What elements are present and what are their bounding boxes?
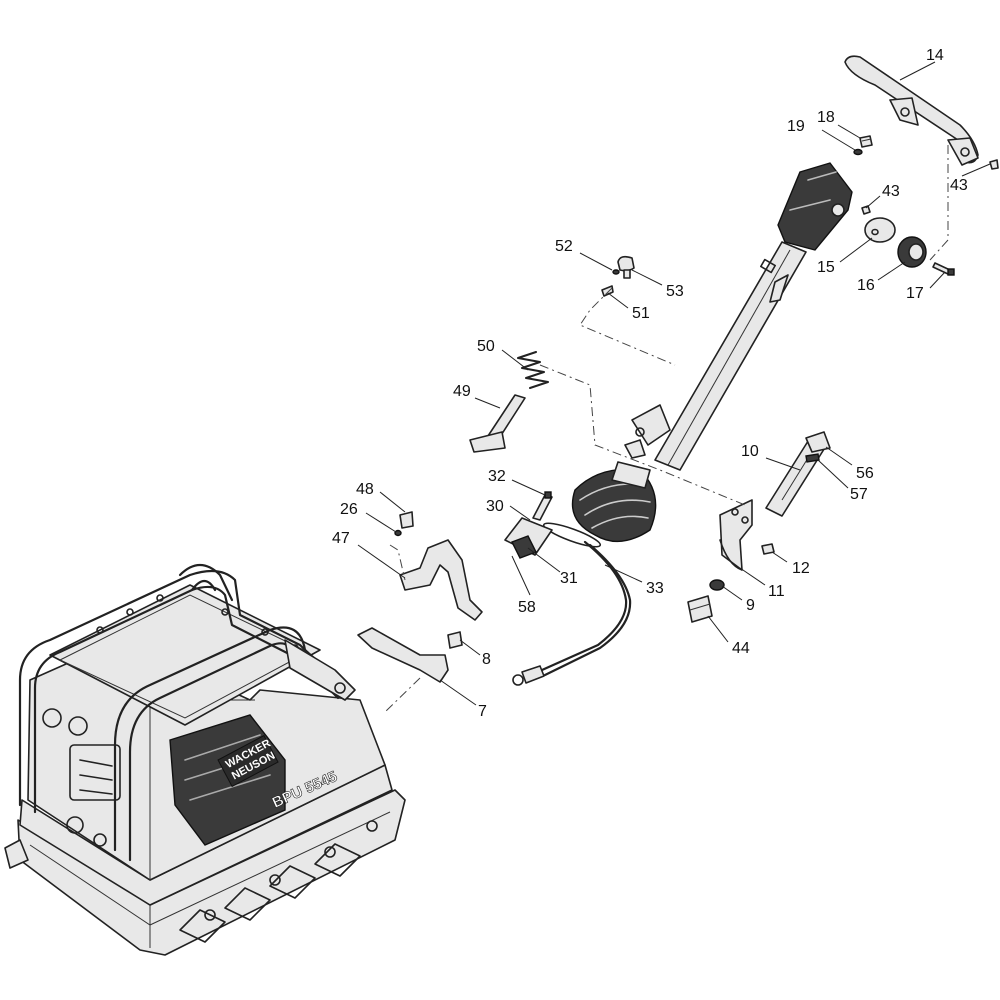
callout-43-right: 43 <box>950 177 968 194</box>
part-53-bolt <box>617 255 635 279</box>
callout-18: 18 <box>817 109 835 126</box>
callout-15: 15 <box>817 259 835 276</box>
part-12-screw <box>761 543 775 555</box>
part-48-bolt <box>399 511 414 529</box>
part-11-mount-bracket <box>719 499 753 571</box>
part-7-lever-plate <box>357 627 449 683</box>
part-50-spring <box>517 351 549 389</box>
part-51-pin <box>601 285 614 297</box>
leader-lines <box>357 61 991 706</box>
callout-9: 9 <box>746 597 755 614</box>
part-9-bushing <box>709 579 725 591</box>
part-15-disc <box>864 217 896 243</box>
callout-58: 58 <box>518 599 536 616</box>
base-plate-ribs <box>179 820 378 943</box>
fuel-tank-top <box>49 584 321 726</box>
callout-12: 12 <box>792 560 810 577</box>
part-8-bolt <box>447 631 463 649</box>
part-17-bolt <box>932 262 955 276</box>
callout-50: 50 <box>477 338 495 355</box>
callout-17: 17 <box>906 285 924 302</box>
part-43-screw-right <box>989 159 999 170</box>
part-57-spring <box>805 453 820 463</box>
callout-8: 8 <box>482 651 491 668</box>
callout-51: 51 <box>632 305 650 322</box>
part-56-cap <box>805 431 831 453</box>
part-26-washer <box>394 529 402 537</box>
callout-47: 47 <box>332 530 350 547</box>
callout-7: 7 <box>478 703 487 720</box>
assembly-lines <box>384 145 949 713</box>
callout-53: 53 <box>666 283 684 300</box>
part-19-washer <box>853 148 863 156</box>
part-14-handle-grip <box>844 55 979 166</box>
front-panel <box>42 708 121 847</box>
callout-49: 49 <box>453 383 471 400</box>
callout-11: 11 <box>768 583 785 600</box>
callout-10: 10 <box>741 443 759 460</box>
callout-33: 33 <box>646 580 664 597</box>
callout-32: 32 <box>488 468 506 485</box>
callout-16: 16 <box>857 277 875 294</box>
part-16-hub <box>897 236 927 268</box>
callout-56: 56 <box>856 465 874 482</box>
handle-bar-assembly <box>624 162 853 471</box>
callout-26: 26 <box>340 501 358 518</box>
callout-43-upper: 43 <box>882 183 900 200</box>
callout-labels: 14 18 19 43 43 15 16 17 52 53 51 50 49 1… <box>332 47 968 720</box>
callout-48: 48 <box>356 481 374 498</box>
callout-30: 30 <box>486 498 504 515</box>
callout-52: 52 <box>555 238 573 255</box>
callout-57: 57 <box>850 486 868 503</box>
plate-compactor-machine: WACKER NEUSON BPU 5545 <box>4 563 406 956</box>
part-18-spring-pin <box>859 135 873 148</box>
callout-44: 44 <box>732 640 750 657</box>
part-52-washer <box>612 269 620 275</box>
part-44-bushing <box>687 595 713 623</box>
part-31-clamp <box>511 535 537 559</box>
bellows-boot <box>571 461 657 543</box>
part-32-bolt <box>532 491 553 521</box>
part-49-pin <box>469 394 526 453</box>
part-33-cable <box>512 522 632 686</box>
callout-31: 31 <box>560 570 578 587</box>
part-47-bracket <box>399 539 483 621</box>
callout-19: 19 <box>787 118 805 135</box>
part-43-screw-upper <box>861 205 871 215</box>
handle-mount-lug <box>284 639 356 701</box>
callout-14: 14 <box>926 47 944 64</box>
